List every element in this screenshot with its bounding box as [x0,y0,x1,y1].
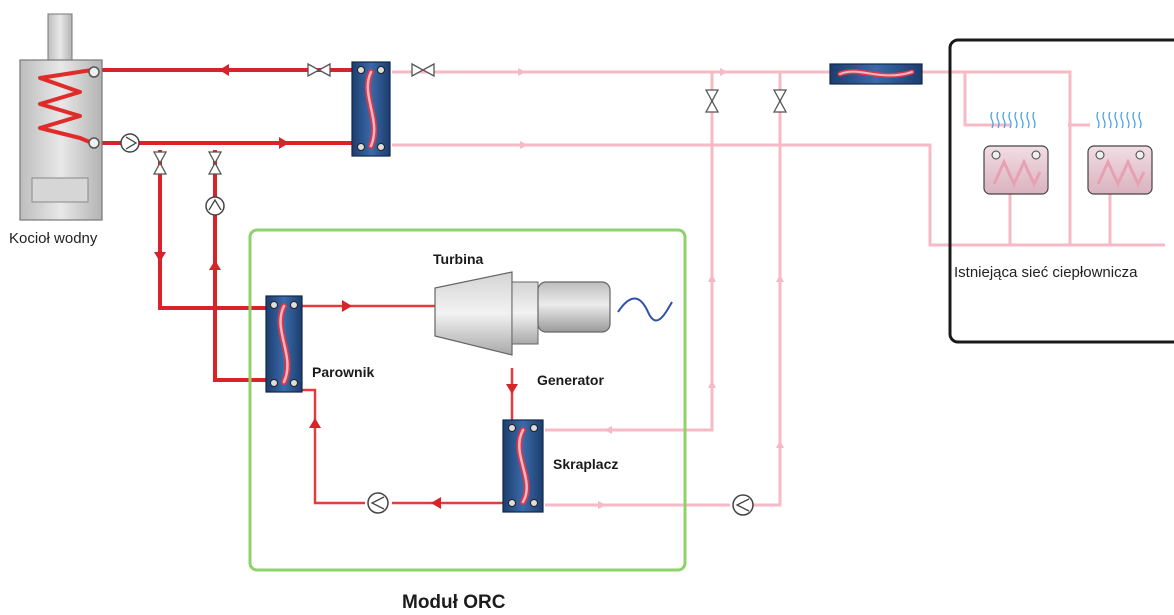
hot-water-pipes [100,68,352,382]
network-label: Istniejąca sieć ciepłownicza [954,264,1138,281]
boiler-chimney [47,13,73,63]
dh-radiator-branch-top [963,72,1090,127]
radiator-2 [1087,111,1153,195]
valve-icon-dh-2 [772,89,788,113]
network-heat-exchanger [829,63,923,85]
orc-module-label: Moduł ORC [402,592,506,613]
valve-icon-boiler-2 [207,151,223,175]
valves [152,62,788,175]
valve-icon-dh-1 [704,89,720,113]
heat-waves-icon [990,111,1036,129]
turbine-label: Turbina [433,251,484,267]
radiator-1 [983,111,1049,195]
orc-module-frame [248,228,687,572]
condenser-label: Skraplacz [553,456,619,472]
valve-icon-top-2 [411,62,435,78]
boiler-pump-icon [120,133,140,153]
dh-drop-1 [545,72,714,432]
orc-pump-to-evaporator [302,388,365,505]
evaporator-pump-icon [205,196,225,216]
dh-flow-arrows [518,68,784,509]
district-heating-network-frame [948,38,1174,344]
condenser-heat-exchanger [502,419,544,513]
evaporator-heat-exchanger [265,295,303,393]
boiler-label: Kocioł wodny [9,230,98,247]
hot-flow-arrows [154,64,518,509]
evaporator-return-line [213,150,268,382]
evaporator-label: Parownik [312,364,375,380]
heat-waves-icon [1096,111,1142,129]
water-boiler [19,13,103,221]
ac-wave-icon [617,297,673,322]
generator-label: Generator [537,372,604,388]
network-pump-icon [732,494,754,516]
generator [537,281,611,333]
orc-pump-icon [367,492,389,514]
main-heat-exchanger [351,61,391,157]
turbine [434,271,539,356]
dh-return-line [392,143,1070,247]
boiler-heating-coil [38,68,93,145]
evaporator-supply-line [158,150,268,310]
valve-icon-top-1 [307,62,331,78]
dh-supply-line [392,70,1165,247]
boiler-door [31,177,89,203]
valve-icon-boiler-1 [152,151,168,175]
dh-drop-2 [745,72,782,507]
